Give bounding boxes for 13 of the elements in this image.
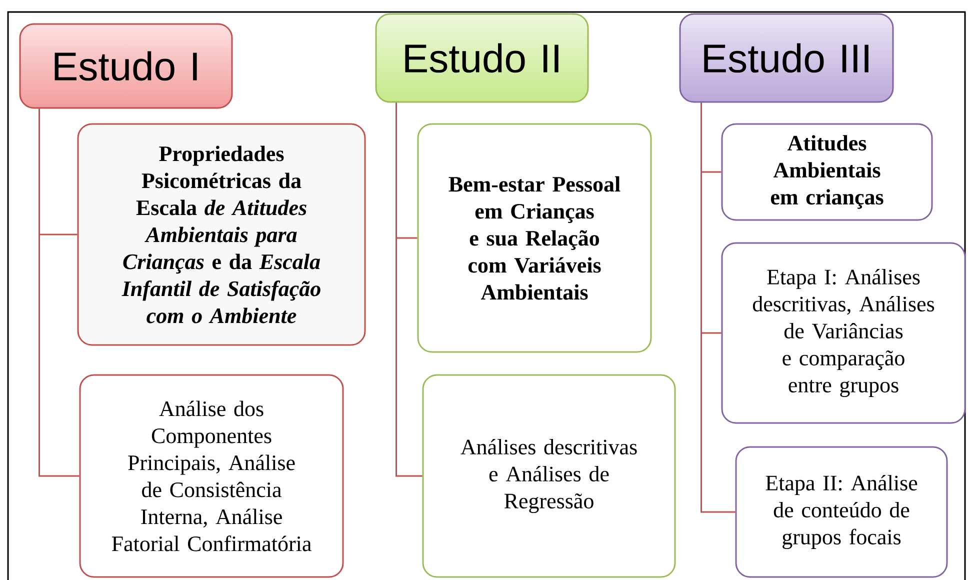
method-box: Etapa I: Análises descritivas, Análises de Variâncias e comparação entre grupos <box>721 242 966 424</box>
connector-line <box>396 102 422 477</box>
study-header-box: Estudo II <box>375 13 589 103</box>
connector-line <box>700 102 736 513</box>
method-box: Análises descritivas e Análises de Regressão <box>422 374 676 578</box>
study-header-box: Estudo III <box>679 13 894 103</box>
topic-box: Propriedades Psicométricas da Escala de Atitudes Ambientais para Crianças e da Escala Infantil de Satisfação com o Ambiente <box>77 123 366 346</box>
study-header-box: Estudo I <box>19 23 233 109</box>
connector-line <box>38 108 80 477</box>
method-box: Etapa II: Análise de conteúdo de grupos focais <box>735 446 948 578</box>
topic-box: Bem-estar Pessoal em Crianças e sua Relação com Variáveis Ambientais <box>417 123 652 353</box>
method-box: Análise dos Componentes Principais, Análise de Consistência Interna, Análise Fatorial Confirmatória <box>79 374 344 578</box>
topic-box: Atitudes Ambientais em crianças <box>721 123 933 221</box>
